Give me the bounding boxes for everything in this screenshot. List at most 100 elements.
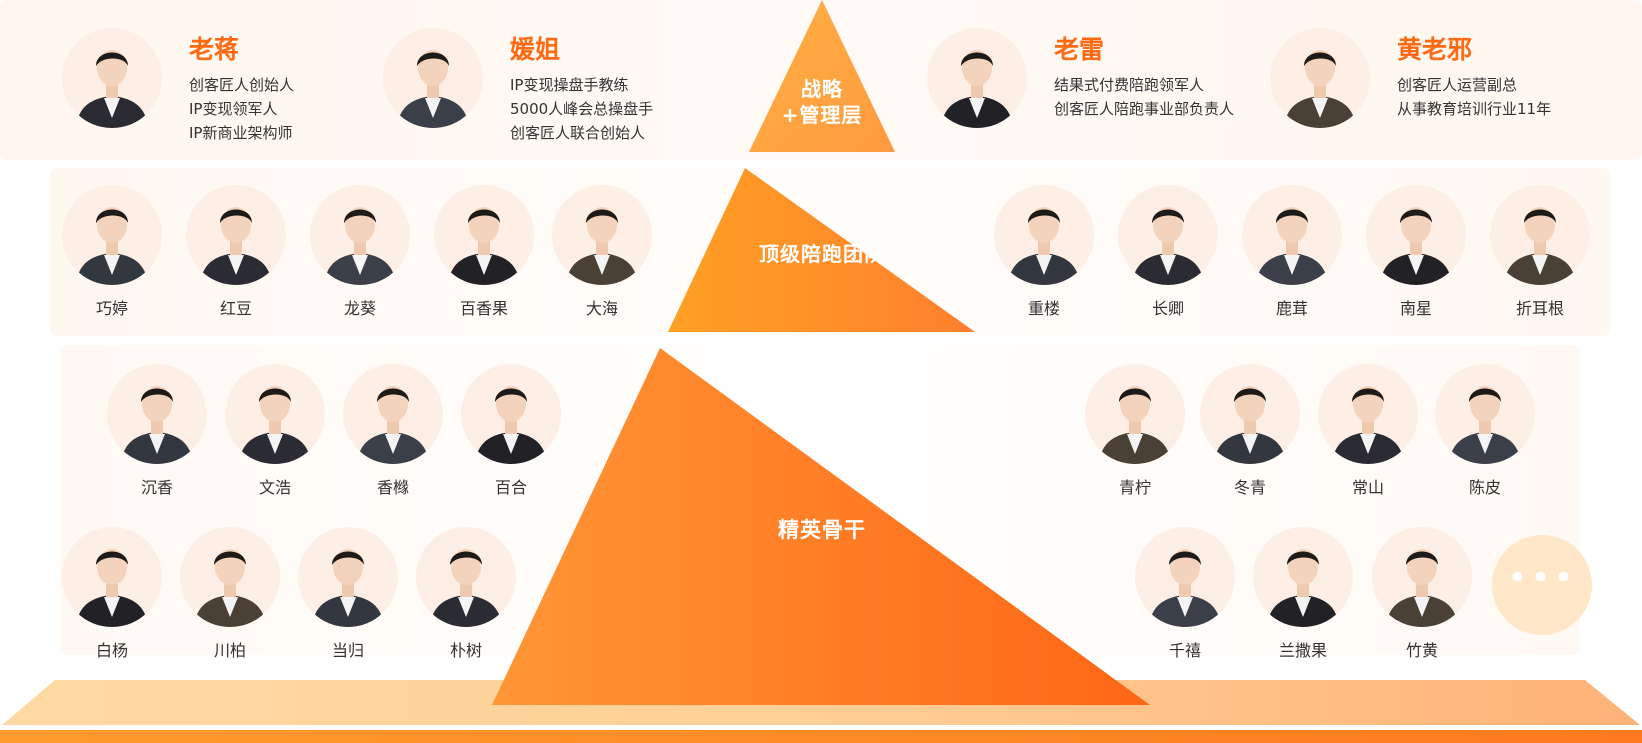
leader-name: 黄老邪: [1397, 35, 1473, 64]
team-member: 鹿茸: [1232, 185, 1352, 319]
elite-member: 青柠: [1075, 364, 1195, 498]
leader-title: IP新商业架构师: [189, 124, 293, 142]
elite-member: 兰撒果: [1243, 527, 1363, 661]
member-name: 朴树: [449, 641, 482, 660]
leader-title: IP变现领军人: [189, 100, 278, 118]
portrait-photo: [1449, 386, 1521, 464]
avatar: [1366, 185, 1466, 285]
portrait-photo: [1380, 207, 1452, 285]
team-member: 巧婷: [52, 185, 172, 319]
portrait-photo: [76, 549, 148, 627]
avatar: [310, 185, 410, 285]
member-name: 龙葵: [343, 299, 376, 318]
avatar: [1318, 364, 1418, 464]
portrait-photo: [430, 549, 502, 627]
member-name: 青柠: [1118, 478, 1151, 497]
team-member: 百香果: [424, 185, 544, 319]
portrait-photo: [76, 207, 148, 285]
portrait-photo: [1008, 207, 1080, 285]
member-name: 百合: [494, 478, 527, 497]
more-members-button[interactable]: •••: [1492, 535, 1592, 635]
avatar: [180, 527, 280, 627]
elite-member: 沉香: [97, 364, 217, 498]
portrait-photo: [1132, 207, 1204, 285]
avatar: [383, 28, 483, 128]
portrait-photo: [357, 386, 429, 464]
portrait-photo: [200, 207, 272, 285]
member-name: 川柏: [213, 641, 246, 660]
portrait-photo: [312, 549, 384, 627]
member-name: 红豆: [219, 299, 252, 318]
avatar: [62, 28, 162, 128]
pyramid-tier-elite: [492, 348, 1150, 705]
portrait-photo: [239, 386, 311, 464]
leader-titles: 创客匠人创始人 IP变现领军人 IP新商业架构师: [189, 73, 294, 145]
team-member: 长卿: [1108, 185, 1228, 319]
avatar: [552, 185, 652, 285]
avatar: [186, 185, 286, 285]
avatar: [1085, 364, 1185, 464]
more-dots-icon: •••: [1507, 558, 1577, 598]
portrait-photo: [566, 207, 638, 285]
tier-label-strategy-line2: +管理层: [781, 103, 863, 127]
elite-member: 常山: [1308, 364, 1428, 498]
tier-label-strategy: 战略 +管理层: [760, 76, 884, 128]
avatar: [1135, 527, 1235, 627]
leader-title: IP变现操盘手教练: [510, 76, 629, 94]
elite-member: 朴树: [406, 527, 526, 661]
avatar: [1242, 185, 1342, 285]
member-name: 香橼: [376, 478, 409, 497]
avatar: [434, 185, 534, 285]
avatar: [343, 364, 443, 464]
member-name: 常山: [1351, 478, 1384, 497]
leader-titles: 创客匠人运营副总 从事教育培训行业11年: [1397, 73, 1551, 121]
portrait-photo: [76, 50, 148, 128]
member-name: 兰撒果: [1278, 641, 1327, 660]
team-member: 折耳根: [1480, 185, 1600, 319]
member-name: 大海: [585, 299, 618, 318]
team-member: 重楼: [984, 185, 1104, 319]
leader-title: 创客匠人运营副总: [1397, 76, 1518, 94]
member-name: 文浩: [258, 478, 291, 497]
pyramid-tier-strategy: [749, 0, 895, 152]
leader-name: 老蒋: [189, 35, 240, 64]
portrait-photo: [121, 386, 193, 464]
member-name: 巧婷: [95, 299, 128, 318]
elite-member: 当归: [288, 527, 408, 661]
leader-card: 老雷 结果式付费陪跑领军人 创客匠人陪跑事业部负责人: [927, 0, 1267, 150]
portrait-photo: [1386, 549, 1458, 627]
leader-title: 创客匠人创始人: [189, 76, 295, 94]
member-name: 竹黄: [1405, 641, 1438, 660]
avatar: [62, 527, 162, 627]
team-member: 南星: [1356, 185, 1476, 319]
member-name: 冬青: [1233, 478, 1266, 497]
leader-titles: 结果式付费陪跑领军人 创客匠人陪跑事业部负责人: [1054, 73, 1234, 121]
leader-title: 结果式付费陪跑领军人: [1054, 76, 1205, 94]
avatar: [1490, 185, 1590, 285]
member-name: 折耳根: [1515, 299, 1564, 318]
avatar: [1253, 527, 1353, 627]
member-name: 千禧: [1168, 641, 1201, 660]
portrait-photo: [1332, 386, 1404, 464]
leader-title: 5000人峰会总操盘手: [510, 100, 654, 118]
tier-label-elite: 精英骨干: [778, 518, 866, 542]
member-name: 重楼: [1027, 299, 1060, 318]
avatar: [927, 28, 1027, 128]
portrait-photo: [1214, 386, 1286, 464]
portrait-photo: [1504, 207, 1576, 285]
leader-name: 老雷: [1054, 35, 1105, 64]
avatar: [62, 185, 162, 285]
leader-title: 从事教育培训行业11年: [1397, 100, 1552, 118]
leader-card: 黄老邪 创客匠人运营副总 从事教育培训行业11年: [1270, 0, 1610, 150]
leader-card: 老蒋 创客匠人创始人 IP变现领军人 IP新商业架构师: [62, 0, 402, 150]
avatar: [1118, 185, 1218, 285]
leader-titles: IP变现操盘手教练 5000人峰会总操盘手 创客匠人联合创始人: [510, 73, 653, 145]
avatar: [461, 364, 561, 464]
member-name: 陈皮: [1468, 478, 1501, 497]
portrait-photo: [1267, 549, 1339, 627]
team-member: 龙葵: [300, 185, 420, 319]
member-name: 白杨: [95, 641, 128, 660]
member-name: 鹿茸: [1275, 299, 1308, 318]
